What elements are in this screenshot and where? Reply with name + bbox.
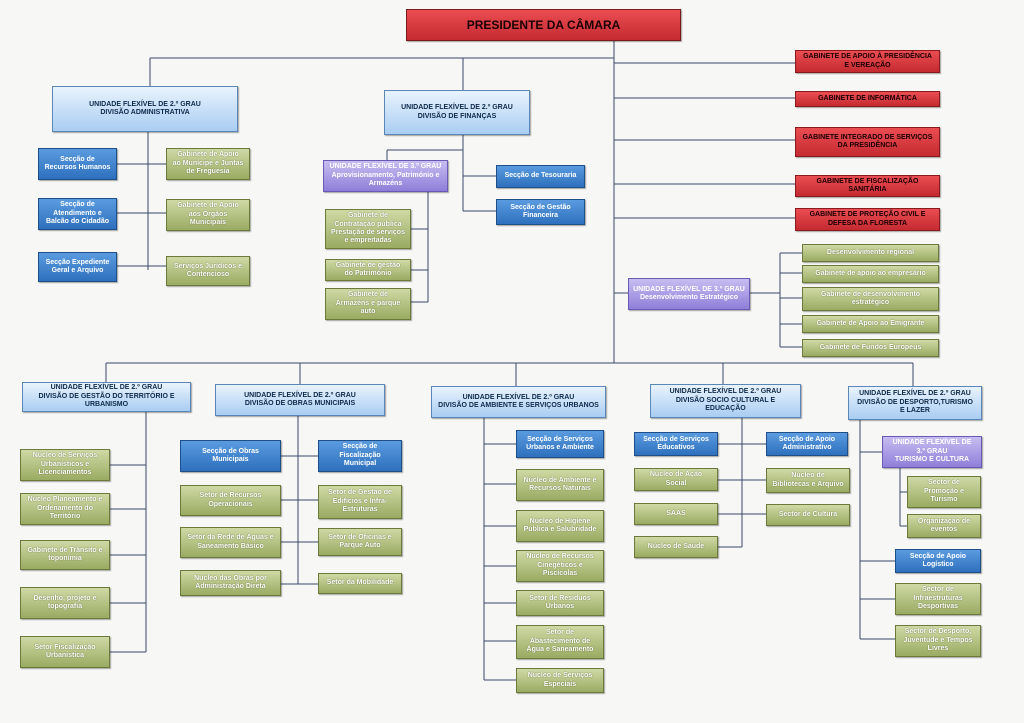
gabinete-apoio-empresario: Gabinete de apoio ao empresário <box>802 265 939 283</box>
nucleo-servicos-urbanisticos: Núcleo de Serviços Urbanísticos e Licenc… <box>20 449 110 481</box>
gabinete-transito: Gabinete de Trânsito e toponímia <box>20 540 110 570</box>
div-financas-title: UNIDADE FLEXÍVEL DE 2.º GRAU DIVISÃO DE … <box>384 90 530 135</box>
gabinete-apoio-municipe: Gabinete de Apoio ao Munícipe e Juntas d… <box>166 148 250 180</box>
nucleo-recursos-cinegeticos: Núcleo de Recursos Cinegéticos e Piscíco… <box>516 550 604 582</box>
president-box: PRESIDENTE DA CÂMARA <box>406 9 681 41</box>
div-socio-cultural-title: UNIDADE FLEXÍVEL DE 2.º GRAU DIVISÃO SOC… <box>650 384 801 418</box>
gabinete-armazens: Gabinete de Armazéns e parque auto <box>325 288 411 320</box>
nucleo-acao-social: Núcleo de Ação Social <box>634 468 718 491</box>
seccao-atendimento: Secção de Atendimento e Balcão do Cidadã… <box>38 198 117 230</box>
sector-infraestruturas-desportivas: Sector de Infraestruturas Desportivas <box>895 583 981 615</box>
gabinete-apoio-emigrante: Gabinete de Apoio ao Emigrante <box>802 315 939 333</box>
nucleo-planeamento: Núcleo Planeamento e Ordenamento do Terr… <box>20 493 110 525</box>
sector-promocao-turismo: Sector de Promoção e Turismo <box>907 476 981 508</box>
seccao-servicos-urbanos-ambiente: Secção de Serviços Urbanos e Ambiente <box>516 430 604 458</box>
sector-desporto-juventude: Sector de Desporto, Juventude e Tempos L… <box>895 625 981 657</box>
servicos-juridicos: Serviços Jurídicos e Contencioso <box>166 256 250 286</box>
nucleo-bibliotecas-arquivo: Núcleo de Bibliotecas e Arquivo <box>766 468 850 493</box>
desenho-projeto-topografia: Desenho, projeto e topografia <box>20 587 110 619</box>
nucleo-saude: Núcleo de Saúde <box>634 536 718 558</box>
gabinete-contratacao-publica: Gabinete de Contratação pública Prestaçã… <box>325 209 411 249</box>
nucleo-ambiente-recursos-naturais: Núcleo de Ambiente e Recursos Naturais <box>516 469 604 501</box>
seccao-gestao-financeira: Secção de Gestão Financeira <box>496 199 585 225</box>
setor-residuos-urbanos: Setor de Resíduos Urbanos <box>516 590 604 616</box>
organizacao-eventos: Organização de eventos <box>907 514 981 538</box>
div-territorio-title: UNIDADE FLEXÍVEL DE 2.º GRAU DIVISÃO DE … <box>22 382 191 412</box>
desenvolvimento-regional: Desenvolvimento regional <box>802 244 939 262</box>
nucleo-servicos-especiais: Núcleo de Serviços Especiais <box>516 668 604 693</box>
div-ambiente-title: UNIDADE FLEXÍVEL DE 2.º GRAU DIVISÃO DE … <box>431 386 606 418</box>
gabinete-fundos-europeus: Gabinete de Fundos Europeus <box>802 339 939 357</box>
setor-fiscalizacao-urbanistica: Setor Fiscalização Urbanística <box>20 636 110 668</box>
setor-abastecimento-agua: Setor de Abastecimento de Água e Saneame… <box>516 625 604 659</box>
setor-oficinas-parque-auto: Setor de Oficinas e Parque Auto <box>318 528 402 556</box>
unidade-desenvolvimento-estrategico: UNIDADE FLEXÍVEL DE 3.º GRAU Desenvolvim… <box>628 278 750 310</box>
gabinete-fiscalizacao-sanitaria: GABINETE DE FISCALIZAÇÃO SANITÁRIA <box>795 175 940 197</box>
seccao-fiscalizacao-municipal: Secção de Fiscalização Municipal <box>318 440 402 472</box>
gabinete-informatica: GABINETE DE INFORMÁTICA <box>795 91 940 107</box>
seccao-expediente: Secção Expediente Geral e Arquivo <box>38 252 117 282</box>
gabinete-apoio-orgaos: Gabinete de Apoio aos Órgãos Municipais <box>166 199 250 231</box>
gabinete-protecao-civil: GABINETE DE PROTEÇÃO CIVIL E DEFESA DA F… <box>795 208 940 231</box>
seccao-obras-municipais: Secção de Obras Municipais <box>180 440 281 472</box>
setor-recursos-operacionais: Setor de Recursos Operacionais <box>180 485 281 516</box>
unidade-aprovisionamento: UNIDADE FLEXÍVEL DE 3.º GRAU Aprovisiona… <box>323 160 448 192</box>
unidade-turismo-cultura: UNIDADE FLEXÍVEL DE 3.º GRAU TURISMO E C… <box>882 436 982 468</box>
seccao-recursos-humanos: Secção de Recursos Humanos <box>38 148 117 180</box>
gabinete-gestao-patrimonio: Gabinete de gestão do Património <box>325 259 411 281</box>
div-administrativa-title: UNIDADE FLEXÍVEL DE 2.º GRAU DIVISÃO ADM… <box>52 86 238 132</box>
setor-mobilidade: Setor da Mobilidade <box>318 573 402 594</box>
gabinete-apoio-presidencia: GABINETE DE APOIO À PRESIDÊNCIA E VEREAÇ… <box>795 50 940 73</box>
gabinete-servicos-presidencia: GABINETE INTEGRADO DE SERVIÇOS DA PRESID… <box>795 127 940 157</box>
saas: SAAS <box>634 503 718 525</box>
seccao-servicos-educativos: Secção de Serviços Educativos <box>634 432 718 456</box>
div-desporto-title: UNIDADE FLEXÍVEL DE 2.º GRAU DIVISÃO DE … <box>848 386 982 420</box>
seccao-apoio-logistico: Secção de Apoio Logístico <box>895 549 981 573</box>
div-obras-title: UNIDADE FLEXÍVEL DE 2.º GRAU DIVISÃO DE … <box>215 384 385 416</box>
nucleo-obras-administracao-direta: Núcleo das Obras por Administração Diret… <box>180 570 281 596</box>
gabinete-desenvolvimento-estrategico: Gabinete de desenvolvimento estratégico <box>802 287 939 311</box>
nucleo-higiene-publica: Núcleo de Higiene Pública e Salubridade <box>516 510 604 542</box>
setor-rede-aguas: Setor da Rede de Águas e Saneamento Bási… <box>180 527 281 558</box>
sector-cultura: Sector de Cultura <box>766 504 850 526</box>
seccao-apoio-administrativo: Secção de Apoio Administrativo <box>766 432 848 456</box>
seccao-tesouraria: Secção de Tesouraria <box>496 165 585 188</box>
setor-gestao-edificios: Setor de Gestão de Edifícios e Infra- Es… <box>318 485 402 519</box>
